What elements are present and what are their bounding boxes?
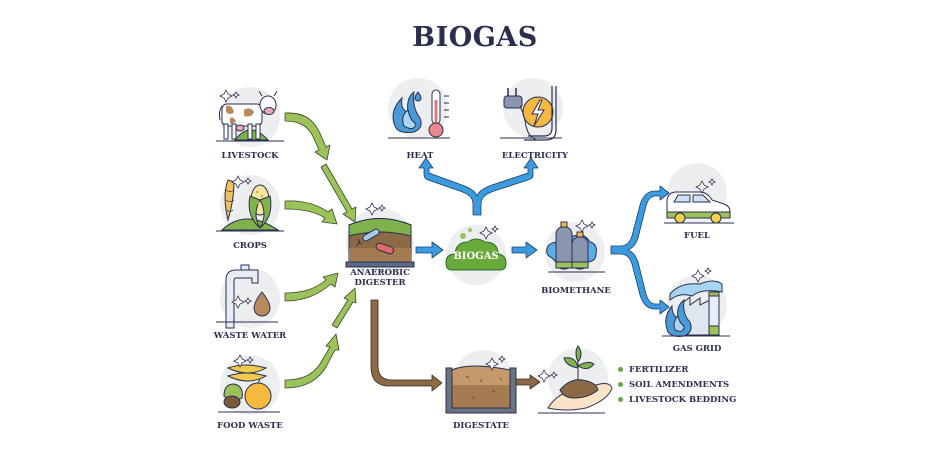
faucet-icon <box>216 264 278 329</box>
feed-arrows <box>284 112 357 389</box>
arrow-food-waste-to-digester <box>284 333 340 389</box>
arrow-crops-to-digester <box>284 200 338 225</box>
plug-lightning-icon <box>500 86 562 141</box>
label-fuel: FUEL <box>684 231 710 241</box>
soil-uses-list: FERTILIZER SOIL AMENDMENTS LIVESTOCK BED… <box>618 362 736 407</box>
label-gas-grid: GAS GRID <box>672 344 722 354</box>
arrow-livestock-to-digester <box>284 112 331 161</box>
gas-cylinders-icon <box>546 219 605 273</box>
list-item: LIVESTOCK BEDDING <box>618 392 736 407</box>
arrow-biomethane-to-fuel-gasgrid <box>610 185 670 315</box>
label-biomethane: BIOMETHANE <box>541 286 611 296</box>
label-crops: CROPS <box>233 241 267 251</box>
bullet-dot <box>618 382 623 387</box>
hands-sprout-icon <box>537 345 613 414</box>
food-waste-icon <box>218 354 280 413</box>
label-digester-line1: ANAEROBIC <box>350 268 410 278</box>
arrow-livestock-to-digester-2 <box>320 163 357 223</box>
diagram-title: BIOGAS <box>412 22 538 53</box>
gas-cloud-icon <box>445 225 507 271</box>
gas-arrows <box>415 157 670 315</box>
crops-icon <box>216 175 284 232</box>
cow-icon <box>216 89 284 142</box>
arrow-biogas-to-heat-electricity <box>418 157 539 216</box>
arrow-digestate-to-soil <box>512 374 541 390</box>
label-digester-line2: DIGESTER <box>354 278 406 288</box>
list-item-text: FERTILIZER <box>629 364 689 375</box>
digester-tank-icon <box>345 202 415 268</box>
list-item-text: SOIL AMENDMENTS <box>629 379 730 390</box>
arrow-food-waste-to-digester-2 <box>331 287 357 329</box>
label-livestock: LIVESTOCK <box>221 151 279 161</box>
list-item-text: LIVESTOCK BEDDING <box>629 394 737 405</box>
arrow-biogas-to-biomethane <box>511 241 538 259</box>
flame-thermometer-icon <box>388 89 450 139</box>
label-heat: HEAT <box>406 151 434 161</box>
label-biogas: BIOGAS <box>453 251 499 262</box>
bullet-dot <box>618 367 623 372</box>
list-item: FERTILIZER <box>618 362 736 377</box>
label-digestate: DIGESTATE <box>452 421 510 431</box>
arrow-digester-to-biogas <box>415 241 444 259</box>
label-electricity: ELECTRICITY <box>501 151 569 161</box>
list-item: SOIL AMENDMENTS <box>618 377 736 392</box>
arrow-digester-to-digestate <box>370 299 443 392</box>
arrow-waste-water-to-digester <box>284 272 339 302</box>
car-icon <box>664 178 734 224</box>
digestate-container-icon <box>445 355 517 414</box>
gas-plant-icon <box>662 267 730 337</box>
label-food-waste: FOOD WASTE <box>217 421 283 431</box>
bullet-dot <box>618 397 623 402</box>
label-waste-water: WASTE WATER <box>213 331 287 341</box>
